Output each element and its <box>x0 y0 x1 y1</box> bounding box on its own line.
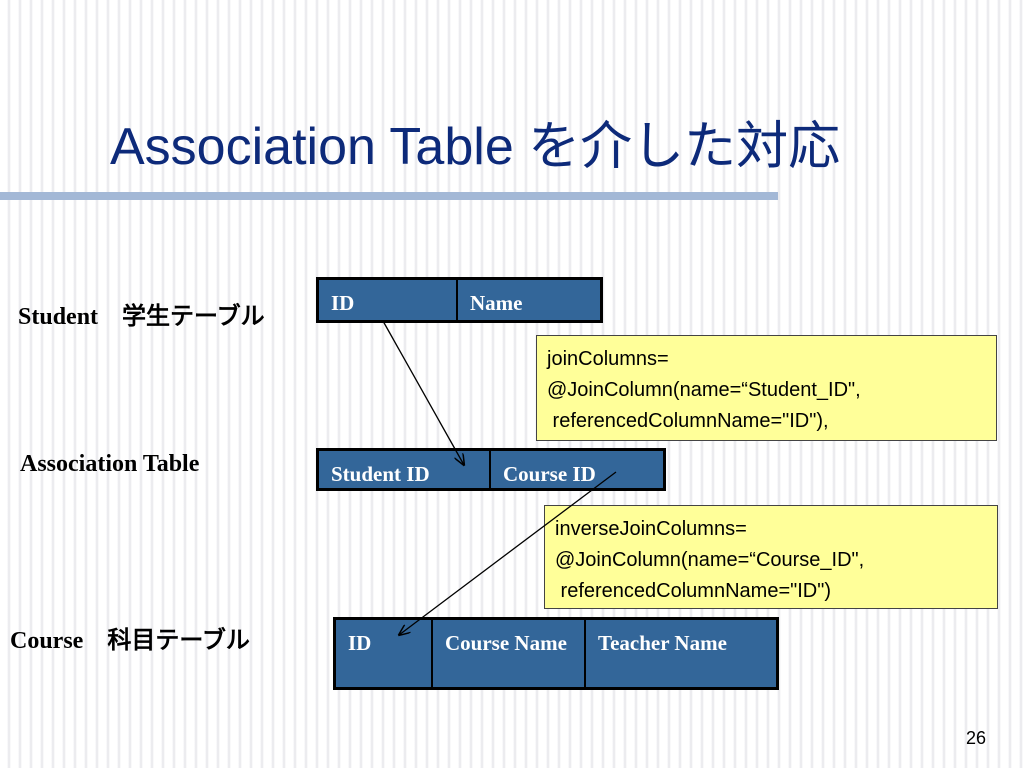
inverse-note-line-3: referencedColumnName="ID") <box>555 580 831 602</box>
join-columns-note: joinColumns= @JoinColumn(name=“Student_I… <box>536 335 997 441</box>
student-table: ID Name <box>316 277 603 323</box>
student-col-id: ID <box>319 280 458 320</box>
course-table-label: Course 科目テーブル <box>10 628 250 654</box>
join-note-line-2: @JoinColumn(name=“Student_ID", <box>547 379 861 401</box>
inverse-note-line-1: inverseJoinColumns= <box>555 518 747 540</box>
slide-title: Association Table を介した対応 <box>110 118 841 176</box>
course-col-teacher-name: Teacher Name <box>598 631 727 655</box>
join-note-line-1: joinColumns= <box>547 348 669 370</box>
arrow-course-id-to-course-table <box>399 471 617 635</box>
inverse-note-line-2: @JoinColumn(name=“Course_ID", <box>555 549 865 571</box>
association-table: Student ID Course ID <box>316 448 666 491</box>
course-col-course-name: Course Name <box>433 620 586 687</box>
arrow-student-id-to-association <box>382 320 464 465</box>
association-col-student-id: Student ID <box>319 451 491 488</box>
student-col-name: Name <box>470 291 523 315</box>
join-note-line-3: referencedColumnName="ID"), <box>547 410 829 432</box>
student-table-label: Student 学生テーブル <box>18 304 265 330</box>
inverse-join-columns-note: inverseJoinColumns= @JoinColumn(name=“Co… <box>544 505 998 609</box>
association-col-course-id: Course ID <box>503 462 596 486</box>
course-col-id: ID <box>336 620 433 687</box>
page-number: 26 <box>966 728 987 748</box>
title-underline <box>0 192 778 200</box>
association-table-label: Association Table <box>20 451 200 477</box>
